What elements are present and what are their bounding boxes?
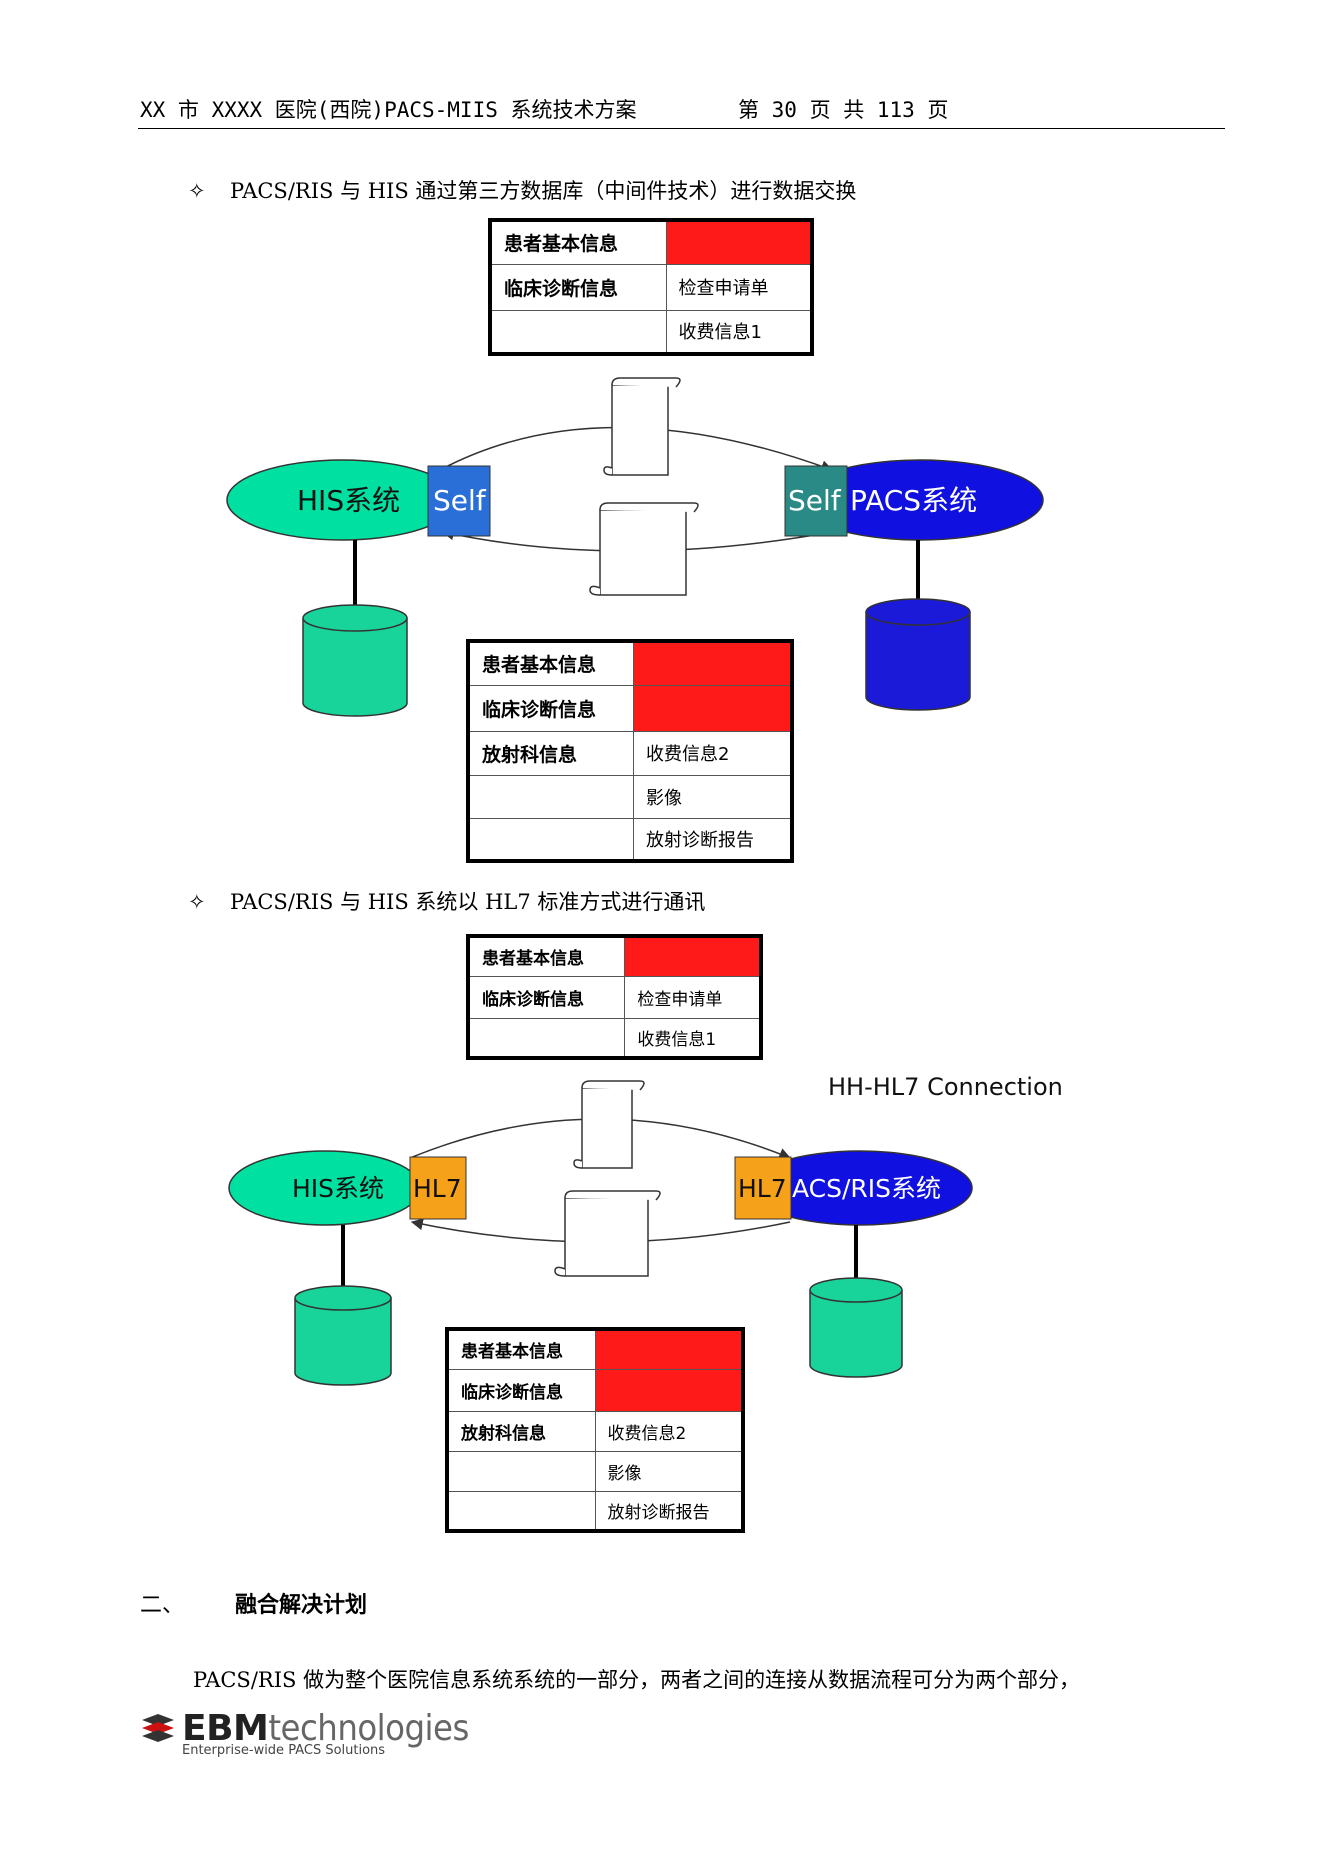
info-table-pacs-data: 患者基本信息 临床诊断信息 放射科信息收费信息2 影像 放射诊断报告 xyxy=(466,639,794,863)
bullet-line-2: ✧ PACS/RIS 与 HIS 系统以 HL7 标准方式进行通讯 xyxy=(188,886,705,916)
table-cell-red xyxy=(665,219,813,265)
table-cell: 收费信息1 xyxy=(665,309,813,355)
logo-name-light: technologies xyxy=(268,1708,469,1749)
table-cell: 放射诊断报告 xyxy=(594,1490,744,1532)
pacs-database-icon xyxy=(809,1277,903,1378)
section-number: 二、 xyxy=(140,1593,185,1618)
bullet-text-1: PACS/RIS 与 HIS 通过第三方数据库（中间件技术）进行数据交换 xyxy=(230,179,857,203)
table-cell: 患者基本信息 xyxy=(446,1328,596,1370)
table-cell: 收费信息2 xyxy=(594,1410,744,1452)
table-cell: 收费信息2 xyxy=(633,730,793,776)
document-scroll-icon xyxy=(573,1080,645,1169)
table-cell: 影像 xyxy=(594,1450,744,1492)
table-cell xyxy=(446,1490,596,1532)
document-scroll-icon xyxy=(554,1190,661,1277)
table-cell: 检查申请单 xyxy=(624,975,762,1019)
table-cell-red xyxy=(633,640,793,686)
table-cell: 患者基本信息 xyxy=(489,219,667,265)
logo-name-bold: EBM xyxy=(182,1708,269,1749)
diamond-star-icon: ✧ xyxy=(188,890,206,914)
table-cell xyxy=(467,817,635,862)
table-cell: 临床诊断信息 xyxy=(489,263,667,311)
pacs-hl7-label: HL7 xyxy=(738,1174,787,1203)
table-cell-red xyxy=(594,1368,744,1412)
table-cell xyxy=(467,774,635,819)
pacs-self-label: Self xyxy=(788,484,842,517)
info-table-pacs-data-2: 患者基本信息 临床诊断信息 放射科信息收费信息2 影像 放射诊断报告 xyxy=(445,1327,745,1533)
header-title: XX 市 XXXX 医院(西院)PACS-MIIS 系统技术方案 xyxy=(140,98,637,122)
pacs-hl7-port xyxy=(734,1156,792,1220)
his-database-icon xyxy=(302,604,408,717)
table-cell: 临床诊断信息 xyxy=(467,975,626,1019)
his-hl7-label: HL7 xyxy=(413,1174,462,1203)
section-heading: 二、 融合解决计划 xyxy=(140,1587,367,1619)
table-cell: 放射诊断报告 xyxy=(633,817,793,862)
his-self-label: Self xyxy=(433,484,487,517)
table-cell: 患者基本信息 xyxy=(467,935,626,977)
hl7-connection-label: HH-HL7 Connection xyxy=(828,1073,1063,1101)
table-cell: 患者基本信息 xyxy=(467,640,635,686)
bullet-line-1: ✧ PACS/RIS 与 HIS 通过第三方数据库（中间件技术）进行数据交换 xyxy=(188,175,856,205)
pacs-ris-system-label: ACS/RIS系统 xyxy=(792,1174,941,1203)
his-database-icon xyxy=(294,1285,392,1386)
table-cell-red xyxy=(633,684,793,732)
his-system-label: HIS系统 xyxy=(297,484,400,517)
ebm-logo: EBMtechnologies Enterprise-wide PACS Sol… xyxy=(140,1708,469,1758)
table-cell: 临床诊断信息 xyxy=(467,684,635,732)
header-page-number: 第 30 页 共 113 页 xyxy=(738,98,949,122)
table-cell: 临床诊断信息 xyxy=(446,1368,596,1412)
his-hl7-port xyxy=(409,1156,467,1220)
body-paragraph: PACS/RIS 做为整个医院信息系统系统的一部分，两者之间的连接从数据流程可分… xyxy=(193,1668,1081,1692)
table-cell: 放射科信息 xyxy=(467,730,635,776)
pacs-system-label: PACS系统 xyxy=(850,484,977,517)
table-cell: 收费信息1 xyxy=(624,1017,762,1059)
table-cell: 放射科信息 xyxy=(446,1410,596,1452)
pacs-database-icon xyxy=(865,598,971,711)
header-rule xyxy=(138,128,1225,129)
table-cell-red xyxy=(624,935,762,977)
info-table-his-data-2: 患者基本信息 临床诊断信息检查申请单 收费信息1 xyxy=(466,934,763,1060)
info-table-his-data: 患者基本信息 临床诊断信息检查申请单 收费信息1 xyxy=(488,218,814,356)
his-system-label-2: HIS系统 xyxy=(292,1174,384,1203)
pacs-self-port xyxy=(784,465,848,537)
stack-layers-icon xyxy=(142,1713,174,1742)
diamond-star-icon: ✧ xyxy=(188,179,206,203)
document-scroll-icon xyxy=(603,377,681,476)
section-title: 融合解决计划 xyxy=(235,1592,368,1618)
bullet-text-2: PACS/RIS 与 HIS 系统以 HL7 标准方式进行通讯 xyxy=(230,890,706,914)
table-cell: 检查申请单 xyxy=(665,263,813,311)
document-scroll-icon xyxy=(589,502,699,596)
table-cell: 影像 xyxy=(633,774,793,819)
logo-tagline: Enterprise-wide PACS Solutions xyxy=(182,1743,386,1758)
table-cell xyxy=(489,309,667,355)
table-cell xyxy=(467,1017,626,1059)
table-cell xyxy=(446,1450,596,1492)
his-self-port xyxy=(427,465,491,537)
table-cell-red xyxy=(594,1328,744,1370)
